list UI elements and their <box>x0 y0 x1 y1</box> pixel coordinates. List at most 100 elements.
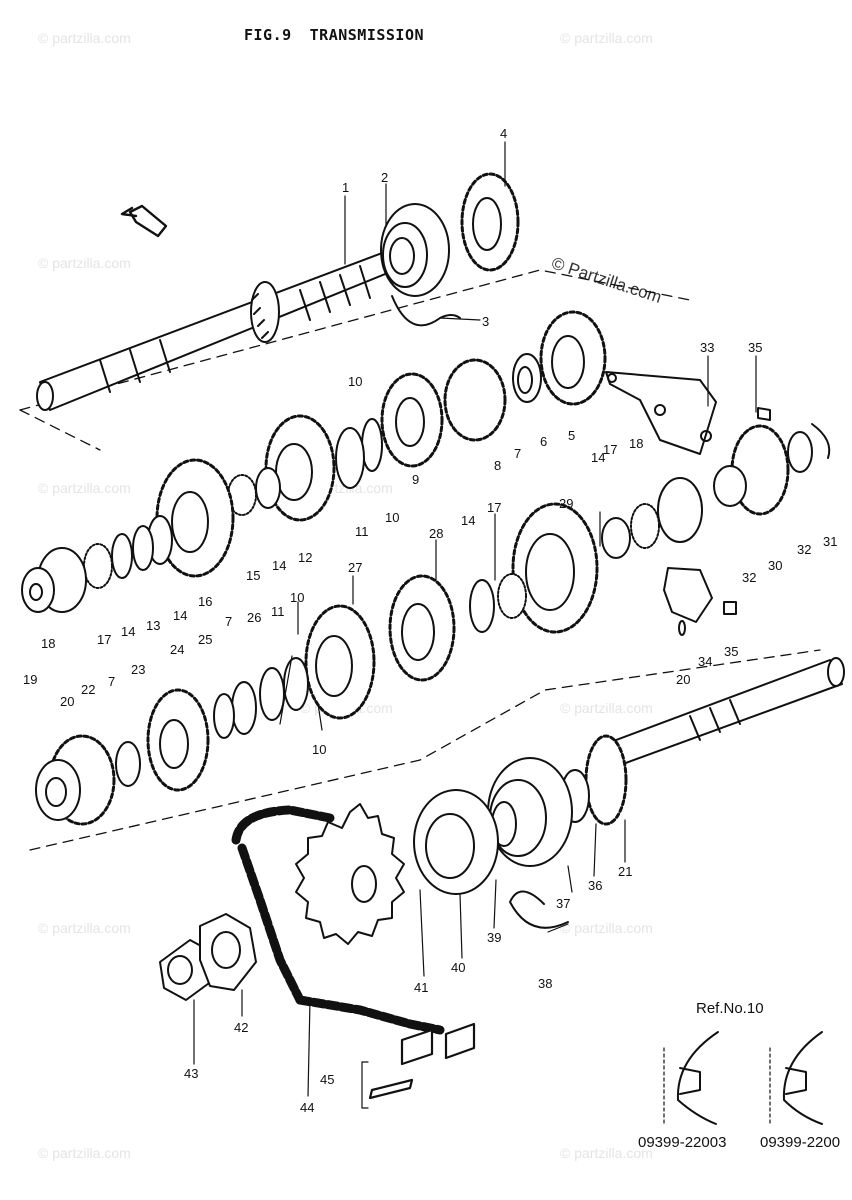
sprocket <box>295 803 405 945</box>
part-number-label: 14 <box>121 624 135 639</box>
part-number-label: 20 <box>676 672 690 687</box>
watermark-tile: © partzilla.com <box>38 480 131 496</box>
gear <box>388 574 456 682</box>
part-number-label: 34 <box>698 654 712 669</box>
part-number-label: 35 <box>748 340 762 355</box>
part-number-label: 43 <box>184 1066 198 1081</box>
washer <box>111 515 173 579</box>
part-number-label: 25 <box>198 632 212 647</box>
part-number-label: 3 <box>482 314 489 329</box>
part-number-label: 17 <box>97 632 111 647</box>
part-number-label: 22 <box>81 682 95 697</box>
watermark-tile: © partzilla.com <box>38 255 131 271</box>
part-number-label: 21 <box>618 864 632 879</box>
part-number-label: 18 <box>41 636 55 651</box>
figure-title: FIG.9 TRANSMISSION <box>244 26 442 44</box>
circlip <box>391 295 461 327</box>
part-number-label: 8 <box>494 458 501 473</box>
part-number-label: 31 <box>823 534 837 549</box>
watermark-tile: © partzilla.com <box>38 30 131 46</box>
bearing <box>380 203 450 297</box>
part-number-label: 14 <box>173 608 187 623</box>
part-number-label: 10 <box>348 374 362 389</box>
gear <box>264 414 336 522</box>
gear <box>380 358 507 468</box>
driveshaft <box>560 657 845 826</box>
watermark-tile: © partzilla.com <box>560 920 653 936</box>
bearing <box>35 734 141 826</box>
gear <box>146 688 210 792</box>
part-number-label: 42 <box>234 1020 248 1035</box>
part-number-label: 7 <box>108 674 115 689</box>
part-number-label: 10 <box>290 590 304 605</box>
part-number-label: 10 <box>385 510 399 525</box>
figure-number: FIG.9 <box>244 26 292 44</box>
part-number-label: 33 <box>700 340 714 355</box>
part-number-label: 36 <box>588 878 602 893</box>
part-number-label: 1 <box>342 180 349 195</box>
watermark-tile: © partzilla.com <box>38 920 131 936</box>
gear <box>155 458 235 578</box>
part-number-label: 9 <box>412 472 419 487</box>
part-number-label: 19 <box>23 672 37 687</box>
part-number-label: 45 <box>320 1072 334 1087</box>
part-number-label: 27 <box>348 560 362 575</box>
guide-frame <box>19 269 821 851</box>
spacer <box>413 789 499 895</box>
needle-bearing <box>83 543 113 589</box>
part-number-label: 15 <box>246 568 260 583</box>
part-labels: 1234567778910101010111112131414141414151… <box>23 126 837 1115</box>
figure-name: TRANSMISSION <box>309 26 425 44</box>
part-number-label: 32 <box>797 542 811 557</box>
part-number-label: 23 <box>131 662 145 677</box>
watermark-tile: © partzilla.com <box>560 700 653 716</box>
gear <box>539 310 607 406</box>
drive-chain <box>231 805 476 1100</box>
ref-code: 09399-22003 <box>638 1134 727 1151</box>
part-number-label: 6 <box>540 434 547 449</box>
part-number-label: 14 <box>591 450 605 465</box>
part-number-label: 10 <box>312 742 326 757</box>
countershaft <box>36 249 401 411</box>
watermark-tile: © partzilla.com <box>560 30 653 46</box>
cam-guide <box>663 567 737 636</box>
part-number-label: 14 <box>461 513 475 528</box>
part-number-label: 4 <box>500 126 507 141</box>
gear <box>304 604 376 720</box>
stopper-plate <box>605 371 771 455</box>
gear <box>469 502 599 634</box>
part-number-label: 17 <box>603 442 617 457</box>
ref-note: Ref.No.10 <box>696 1000 764 1017</box>
gear <box>713 423 831 516</box>
bushing <box>227 467 281 516</box>
part-number-label: 12 <box>298 550 312 565</box>
gear <box>460 172 520 272</box>
circlip-detail <box>663 1031 823 1127</box>
part-number-label: 37 <box>556 896 570 911</box>
front-arrow-icon <box>120 204 168 238</box>
part-number-label: 7 <box>225 614 232 629</box>
part-number-label: 5 <box>568 428 575 443</box>
part-number-label: 39 <box>487 930 501 945</box>
part-number-label: 17 <box>487 500 501 515</box>
bearing <box>601 477 703 559</box>
part-number-label: 11 <box>355 524 369 539</box>
ref-code: 09399-2200 <box>760 1134 841 1151</box>
watermark-tile: © partzilla.com <box>560 1145 653 1161</box>
part-number-label: 20 <box>60 694 74 709</box>
watermark-tile: © partzilla.com <box>38 1145 131 1161</box>
part-number-label: 41 <box>414 980 428 995</box>
washer <box>213 657 309 739</box>
leader-lines <box>193 141 757 1109</box>
part-number-label: 35 <box>724 644 738 659</box>
part-number-label: 24 <box>170 642 184 657</box>
part-number-label: 28 <box>429 526 443 541</box>
part-number-label: 11 <box>271 604 285 619</box>
part-number-label: 7 <box>514 446 521 461</box>
part-number-label: 40 <box>451 960 465 975</box>
part-number-label: 2 <box>381 170 388 185</box>
bearing <box>21 547 87 613</box>
washer <box>512 353 542 403</box>
part-number-label: 14 <box>272 558 286 573</box>
